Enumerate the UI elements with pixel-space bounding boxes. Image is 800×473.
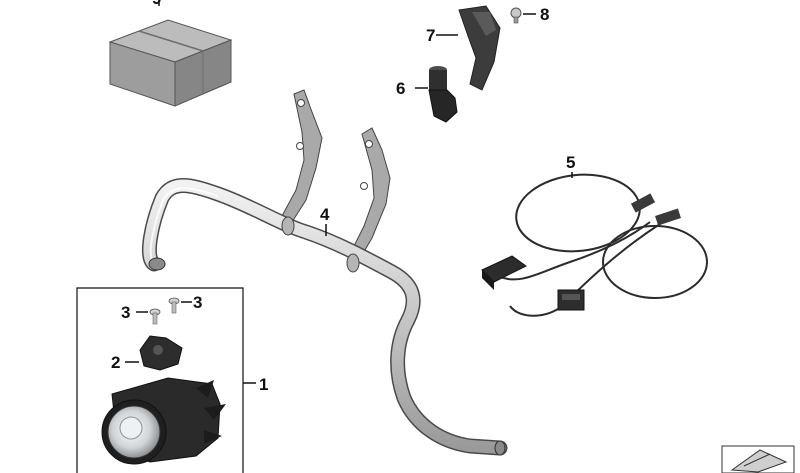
callout-9: 9 <box>152 0 161 8</box>
part-5-wiring-harness <box>481 172 708 317</box>
part-1-fog-light <box>101 377 226 465</box>
part-4-crash-bar <box>141 89 508 456</box>
part-2-mount <box>125 335 183 371</box>
part-8-screw <box>510 7 536 24</box>
reference-symbol-box <box>721 445 795 473</box>
part-3-screws <box>136 297 192 325</box>
callout-6: 6 <box>396 79 405 98</box>
part-6-switch <box>415 66 458 123</box>
inset-frame <box>76 287 256 473</box>
callout-1: 1 <box>259 375 268 394</box>
part-7-holder <box>436 5 501 91</box>
callout-3a: 3 <box>121 303 130 322</box>
callout-3b: 3 <box>193 293 202 312</box>
callout-5: 5 <box>566 153 575 172</box>
callout-8: 8 <box>540 5 549 24</box>
part-9-box <box>108 0 233 107</box>
callout-7: 7 <box>426 26 435 45</box>
callout-4: 4 <box>320 205 330 224</box>
callout-2: 2 <box>111 353 120 372</box>
